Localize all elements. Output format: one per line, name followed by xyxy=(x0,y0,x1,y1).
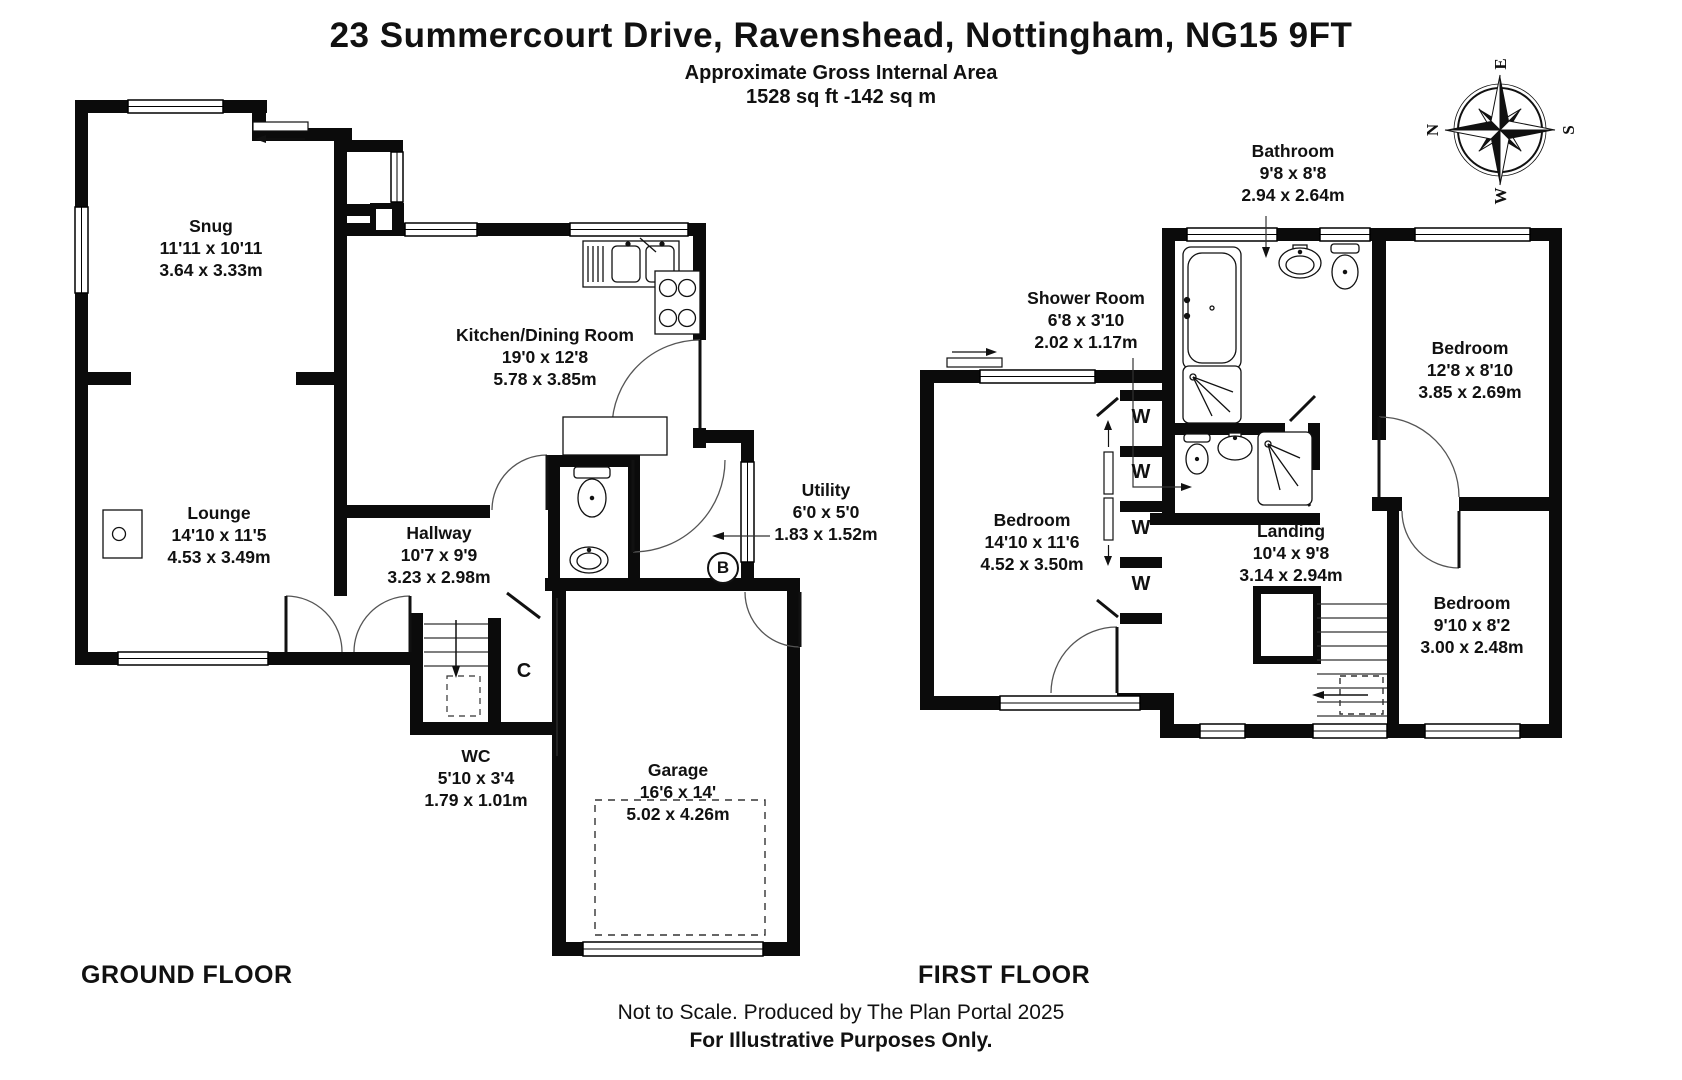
shower-room-arrow xyxy=(1181,483,1192,491)
room-label-landing: Landing 10'4 x 9'8 3.14 x 2.94m xyxy=(1239,521,1343,585)
room-label-wc: WC 5'10 x 3'4 1.79 x 1.01m xyxy=(424,746,528,810)
floor-label-first: FIRST FLOOR xyxy=(918,961,1091,989)
page-subtitle: Approximate Gross Internal Area xyxy=(684,62,998,84)
bathroom-arrow xyxy=(1262,247,1270,258)
showerroom-shower-icon xyxy=(1257,431,1313,506)
ground-floor-leader-lines xyxy=(556,535,770,756)
compass-west-label: W xyxy=(1491,188,1510,205)
compass-east-label: E xyxy=(1491,58,1510,69)
utility-arrow xyxy=(712,532,724,540)
room-label-utility: Utility 6'0 x 5'0 1.83 x 1.52m xyxy=(774,480,878,544)
bath-icon xyxy=(1182,246,1242,370)
page-title: 23 Summercourt Drive, Ravenshead, Nottin… xyxy=(329,16,1353,55)
landing-stairs-icon xyxy=(1253,586,1387,717)
bathroom-shower-icon xyxy=(1182,365,1242,424)
first-floor-windows xyxy=(979,227,1531,739)
room-label-lounge: Lounge 14'10 x 11'5 4.53 x 3.49m xyxy=(167,503,271,567)
showerroom-basin-icon xyxy=(1217,432,1253,461)
showerroom-toilet-icon xyxy=(1183,433,1211,475)
floor-label-ground: GROUND FLOOR xyxy=(81,961,293,989)
wardrobe-label-3: W xyxy=(1131,517,1151,539)
footer-disclaimer: For Illustrative Purposes Only. xyxy=(689,1029,993,1052)
wardrobe-label-1: W xyxy=(1131,406,1151,428)
snug-arrow-annotation xyxy=(252,121,309,143)
wardrobe-label-2: W xyxy=(1131,461,1151,483)
compass-icon: N E S W xyxy=(1423,58,1578,204)
first-floor-plan xyxy=(920,216,1562,739)
room-label-shower-room: Shower Room 6'8 x 3'10 2.02 x 1.17m xyxy=(1027,288,1145,352)
wc-toilet-icon xyxy=(573,466,611,518)
cupboard-label: C xyxy=(516,660,532,682)
kitchen-worktop xyxy=(562,416,668,456)
room-label-hallway: Hallway 10'7 x 9'9 3.23 x 2.98m xyxy=(387,523,491,587)
bathroom-basin-icon xyxy=(1278,244,1322,279)
garage-parking-outline xyxy=(594,799,766,936)
wardrobe-sliding-icons xyxy=(1103,426,1114,560)
wardrobe-label-4: W xyxy=(1131,573,1151,595)
compass-north-label: N xyxy=(1423,123,1442,136)
fireplace-icon xyxy=(102,509,143,559)
room-label-kitchen-dining: Kitchen/Dining Room 19'0 x 12'8 5.78 x 3… xyxy=(456,325,634,389)
room-label-bedroom-1: Bedroom 12'8 x 8'10 3.85 x 2.69m xyxy=(1418,338,1522,402)
ground-floor-plan xyxy=(74,99,802,957)
first-floor-arrow-annotation xyxy=(946,348,1003,368)
first-floor-leader-lines xyxy=(1132,216,1267,488)
room-label-garage: Garage 16'6 x 14' 5.02 x 4.26m xyxy=(626,760,730,824)
chimney-recess xyxy=(376,209,392,230)
ground-floor-windows xyxy=(74,99,764,957)
room-label-bathroom: Bathroom 9'8 x 8'8 2.94 x 2.64m xyxy=(1241,141,1345,205)
room-label-bedroom-2: Bedroom 14'10 x 11'6 4.52 x 3.50m xyxy=(980,510,1084,574)
compass-south-label: S xyxy=(1559,125,1578,134)
stairs-down-arrow xyxy=(452,666,460,678)
bathroom-toilet-icon xyxy=(1330,243,1360,290)
boiler-badge: B xyxy=(707,552,739,584)
ground-floor-doors xyxy=(284,339,802,653)
slide-down-arrow xyxy=(1104,556,1112,566)
room-label-snug: Snug 11'11 x 10'11 3.64 x 3.33m xyxy=(159,216,263,280)
slide-up-arrow xyxy=(1104,420,1112,430)
room-label-bedroom-3: Bedroom 9'10 x 8'2 3.00 x 2.48m xyxy=(1420,593,1524,657)
hob-icon xyxy=(654,270,701,335)
wc-basin-icon xyxy=(569,546,609,574)
footer-note: Not to Scale. Produced by The Plan Porta… xyxy=(617,1001,1065,1024)
gross-internal-area: 1528 sq ft -142 sq m xyxy=(745,86,937,108)
